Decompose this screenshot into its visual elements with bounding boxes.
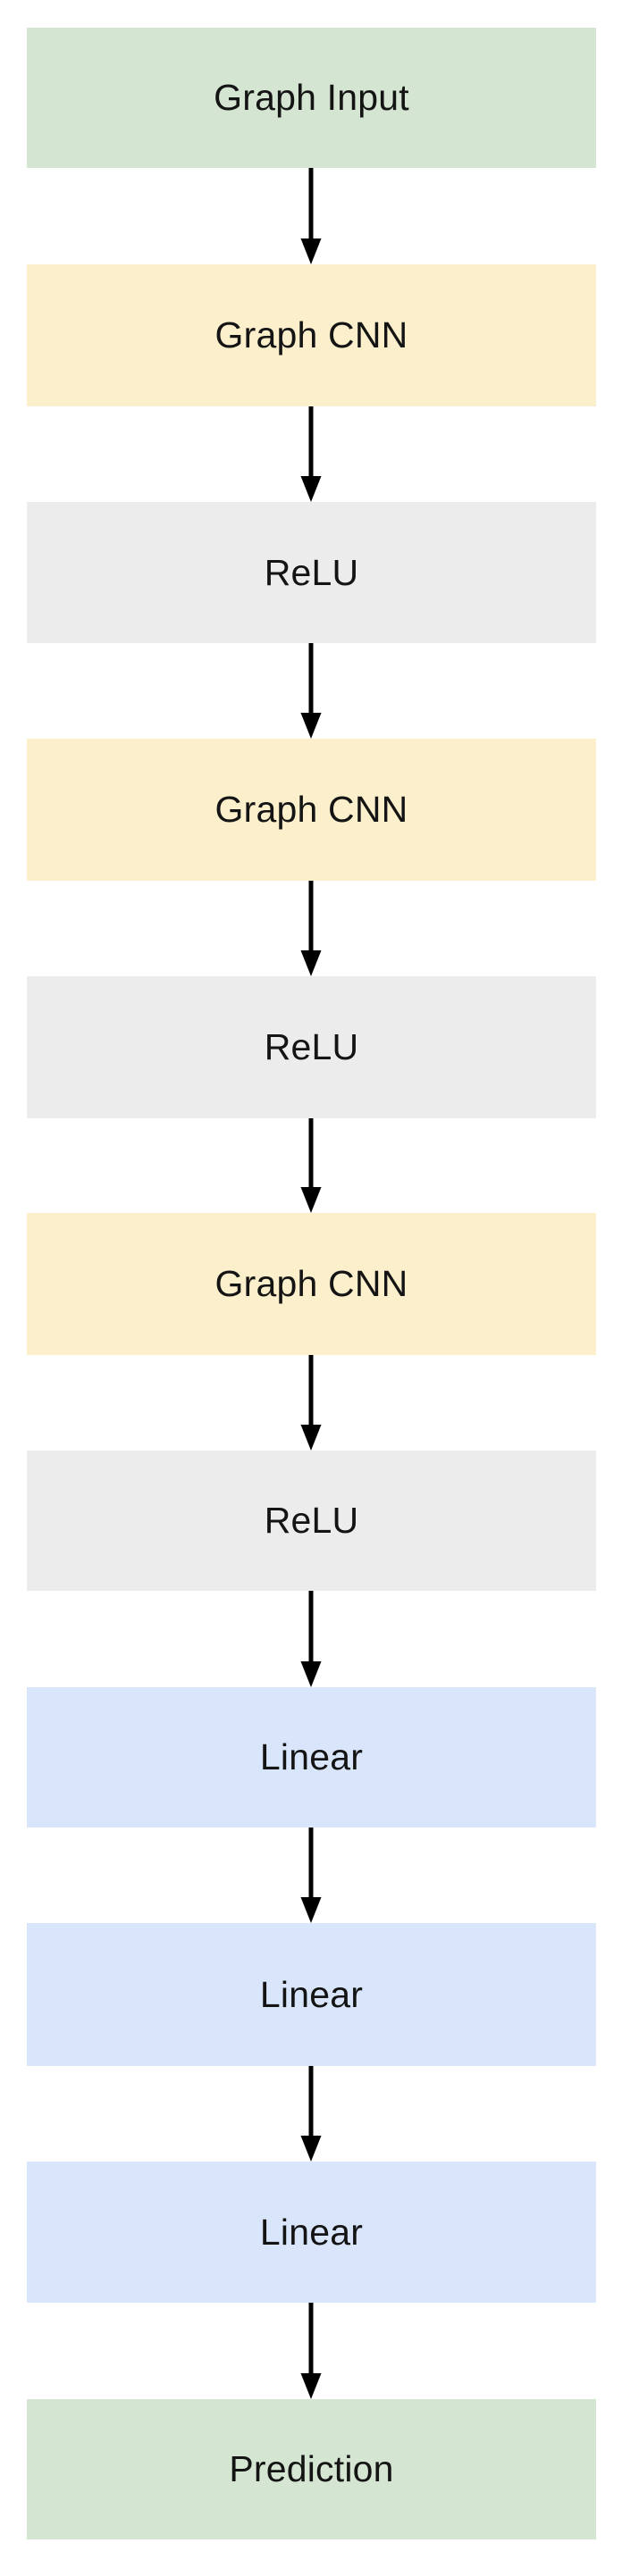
flow-arrow xyxy=(0,1355,622,1451)
node-label: Linear xyxy=(259,1973,364,2015)
node-linear-10[interactable]: Linear xyxy=(27,2162,596,2303)
flow-arrow xyxy=(0,1827,622,1923)
flow-arrow xyxy=(0,1118,622,1213)
node-label: Graph Input xyxy=(214,77,409,118)
node-label: Linear xyxy=(259,2211,364,2253)
node-label: ReLU xyxy=(264,1026,359,1067)
node-label: Graph CNN xyxy=(214,314,408,355)
node-label: Graph CNN xyxy=(214,789,408,830)
node-relu-7[interactable]: ReLU xyxy=(27,1451,596,1591)
node-linear-8[interactable]: Linear xyxy=(27,1687,596,1827)
node-graph-cnn-6[interactable]: Graph CNN xyxy=(27,1213,596,1355)
node-label: Graph CNN xyxy=(214,1263,408,1304)
node-io-11[interactable]: Prediction xyxy=(27,2399,596,2539)
node-relu-3[interactable]: ReLU xyxy=(27,502,596,643)
node-label: ReLU xyxy=(264,551,359,593)
node-label: ReLU xyxy=(264,1500,359,1541)
node-io-1[interactable]: Graph Input xyxy=(27,28,596,168)
flow-arrow xyxy=(0,643,622,739)
flow-arrow xyxy=(0,2066,622,2162)
flow-arrow xyxy=(0,406,622,502)
node-linear-9[interactable]: Linear xyxy=(27,1923,596,2066)
flow-arrow xyxy=(0,168,622,264)
node-graph-cnn-4[interactable]: Graph CNN xyxy=(27,739,596,881)
node-label: Linear xyxy=(259,1736,364,1777)
flow-arrow xyxy=(0,1591,622,1687)
node-label: Prediction xyxy=(229,2448,394,2489)
node-relu-5[interactable]: ReLU xyxy=(27,976,596,1118)
node-graph-cnn-2[interactable]: Graph CNN xyxy=(27,264,596,406)
flow-arrow xyxy=(0,881,622,976)
flow-arrow xyxy=(0,2303,622,2399)
